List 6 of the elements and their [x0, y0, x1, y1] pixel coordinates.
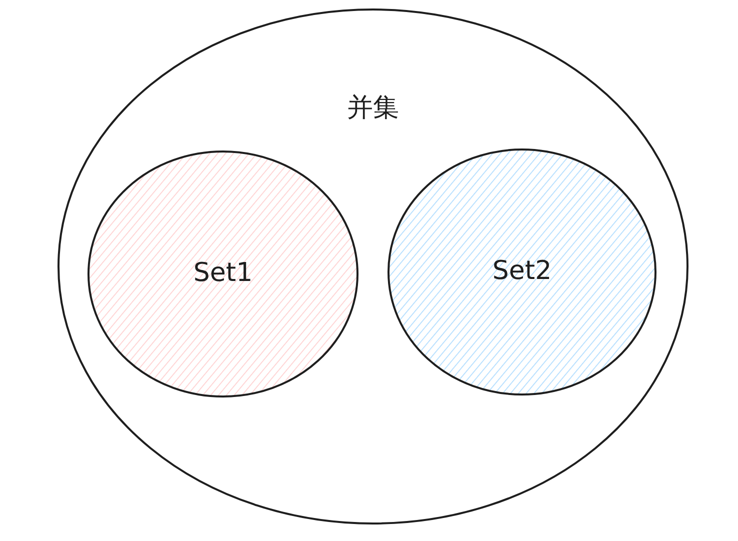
union-label: 并集	[347, 92, 399, 125]
set-circle	[87, 150, 359, 398]
set-circle	[387, 148, 657, 396]
set-label: Set1	[193, 258, 253, 288]
union-ellipse	[57, 8, 689, 525]
set-label: Set2	[492, 256, 552, 286]
